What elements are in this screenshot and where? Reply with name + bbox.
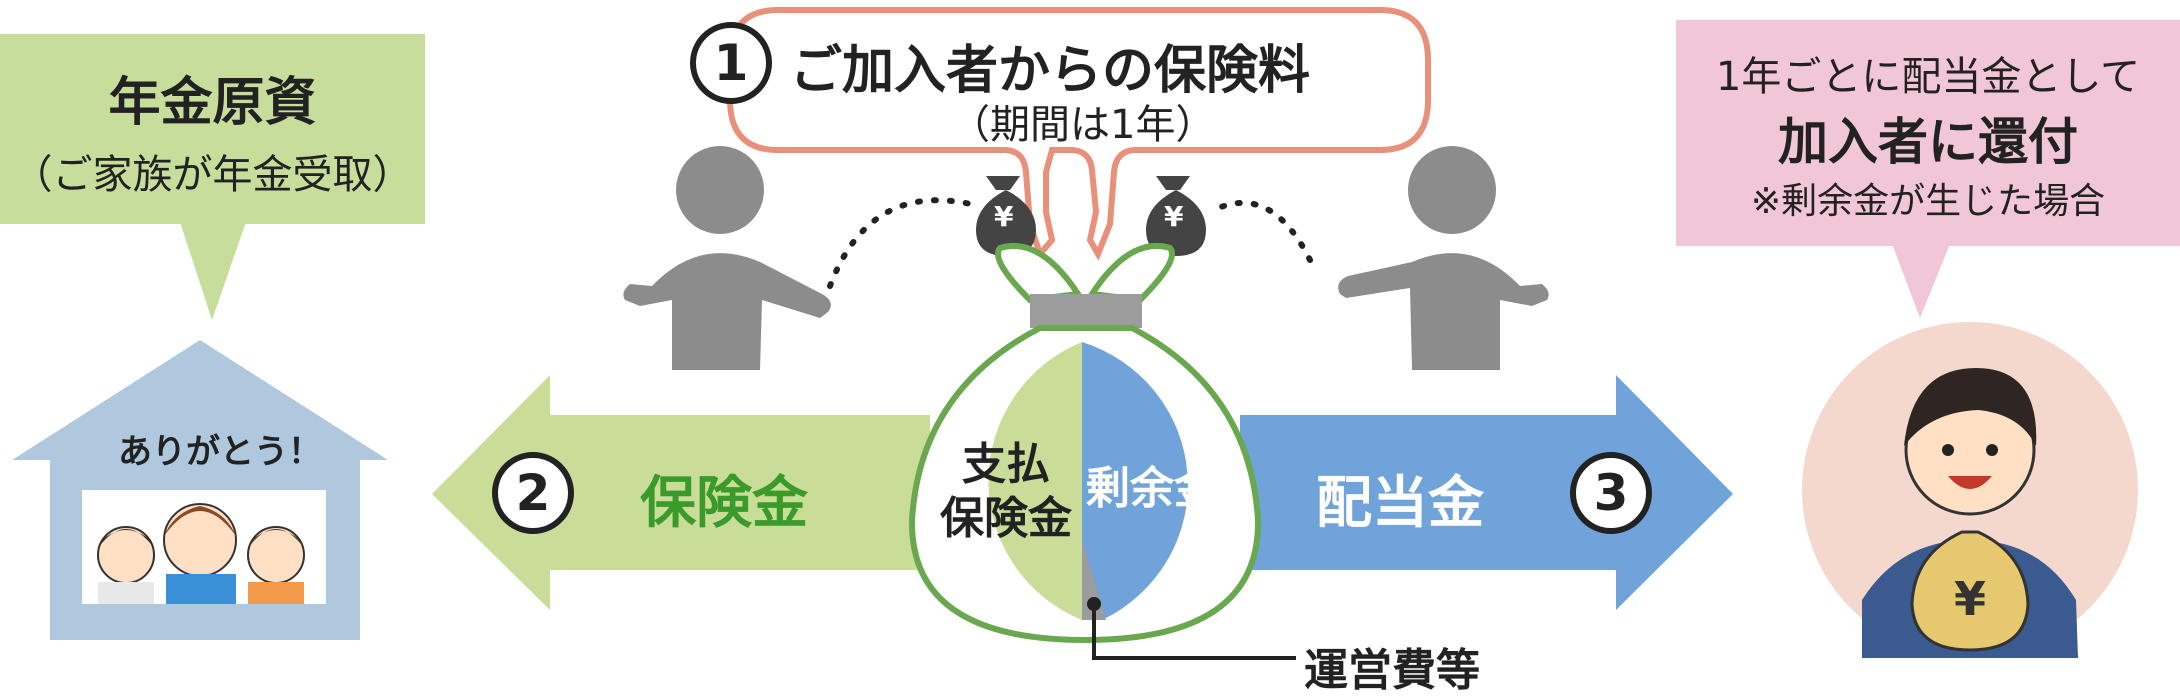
bag-payout-label-2: 保険金 — [940, 493, 1072, 544]
refund-box: 1年ごとに配当金として 加入者に還付 ※剰余金が生じた場合 — [1676, 20, 2180, 246]
left-throw-dots — [827, 197, 978, 289]
operating-costs-label: 運営費等 — [1304, 645, 1480, 696]
refund-line-1: 1年ごとに配当金として — [1715, 54, 2141, 100]
blue-arrow — [1240, 375, 1733, 610]
big-money-bag-icon — [908, 242, 1262, 644]
step-3-badge: 3 — [1570, 452, 1652, 534]
house-icon — [12, 340, 388, 640]
recipient-bag-yen: ¥ — [1954, 572, 1987, 626]
pie-slice-payout — [988, 342, 1082, 620]
pension-subtitle: （ご家族が年金受取） — [12, 152, 413, 198]
premium-subtitle: （期間は1年） — [950, 102, 1216, 148]
payout-arrow-label: 保険金 — [640, 471, 808, 536]
pie-slice-costs — [1082, 540, 1106, 620]
pension-title: 年金原資 — [108, 73, 317, 133]
family-illustration — [97, 503, 305, 604]
pension-box-pointer — [180, 222, 246, 320]
right-person-icon — [1338, 146, 1549, 370]
left-money-bag-icon — [976, 176, 1036, 256]
right-throw-dots — [1207, 200, 1313, 263]
pension-box: 年金原資 （ご家族が年金受取） — [0, 34, 425, 224]
bag-surplus-label: 剰余金 — [1086, 463, 1218, 514]
premium-title: ご加入者からの保険料 — [790, 41, 1311, 101]
recipient-icon — [1802, 322, 2138, 658]
step-1-badge: 1 — [690, 22, 772, 104]
step-2-badge: 2 — [492, 452, 574, 534]
premium-bubble-outline — [727, 7, 1431, 261]
green-arrow — [432, 375, 930, 610]
refund-box-pointer — [1892, 244, 1950, 318]
pie-slice-surplus — [1082, 342, 1188, 620]
right-bag-yen: ¥ — [1164, 200, 1184, 233]
left-person-icon — [623, 146, 831, 370]
callout-line — [1092, 604, 1296, 660]
bag-tie — [1030, 294, 1142, 328]
bag-payout-label-1: 支払 — [962, 439, 1050, 490]
refund-note: ※剰余金が生じた場合 — [1750, 181, 2106, 222]
left-bag-yen: ¥ — [994, 200, 1014, 233]
dividend-arrow-label: 配当金 — [1316, 471, 1484, 536]
right-money-bag-icon — [1146, 176, 1206, 256]
refund-line-2: 加入者に還付 — [1778, 113, 2078, 171]
thanks-label: ありがとう！ — [118, 432, 322, 472]
